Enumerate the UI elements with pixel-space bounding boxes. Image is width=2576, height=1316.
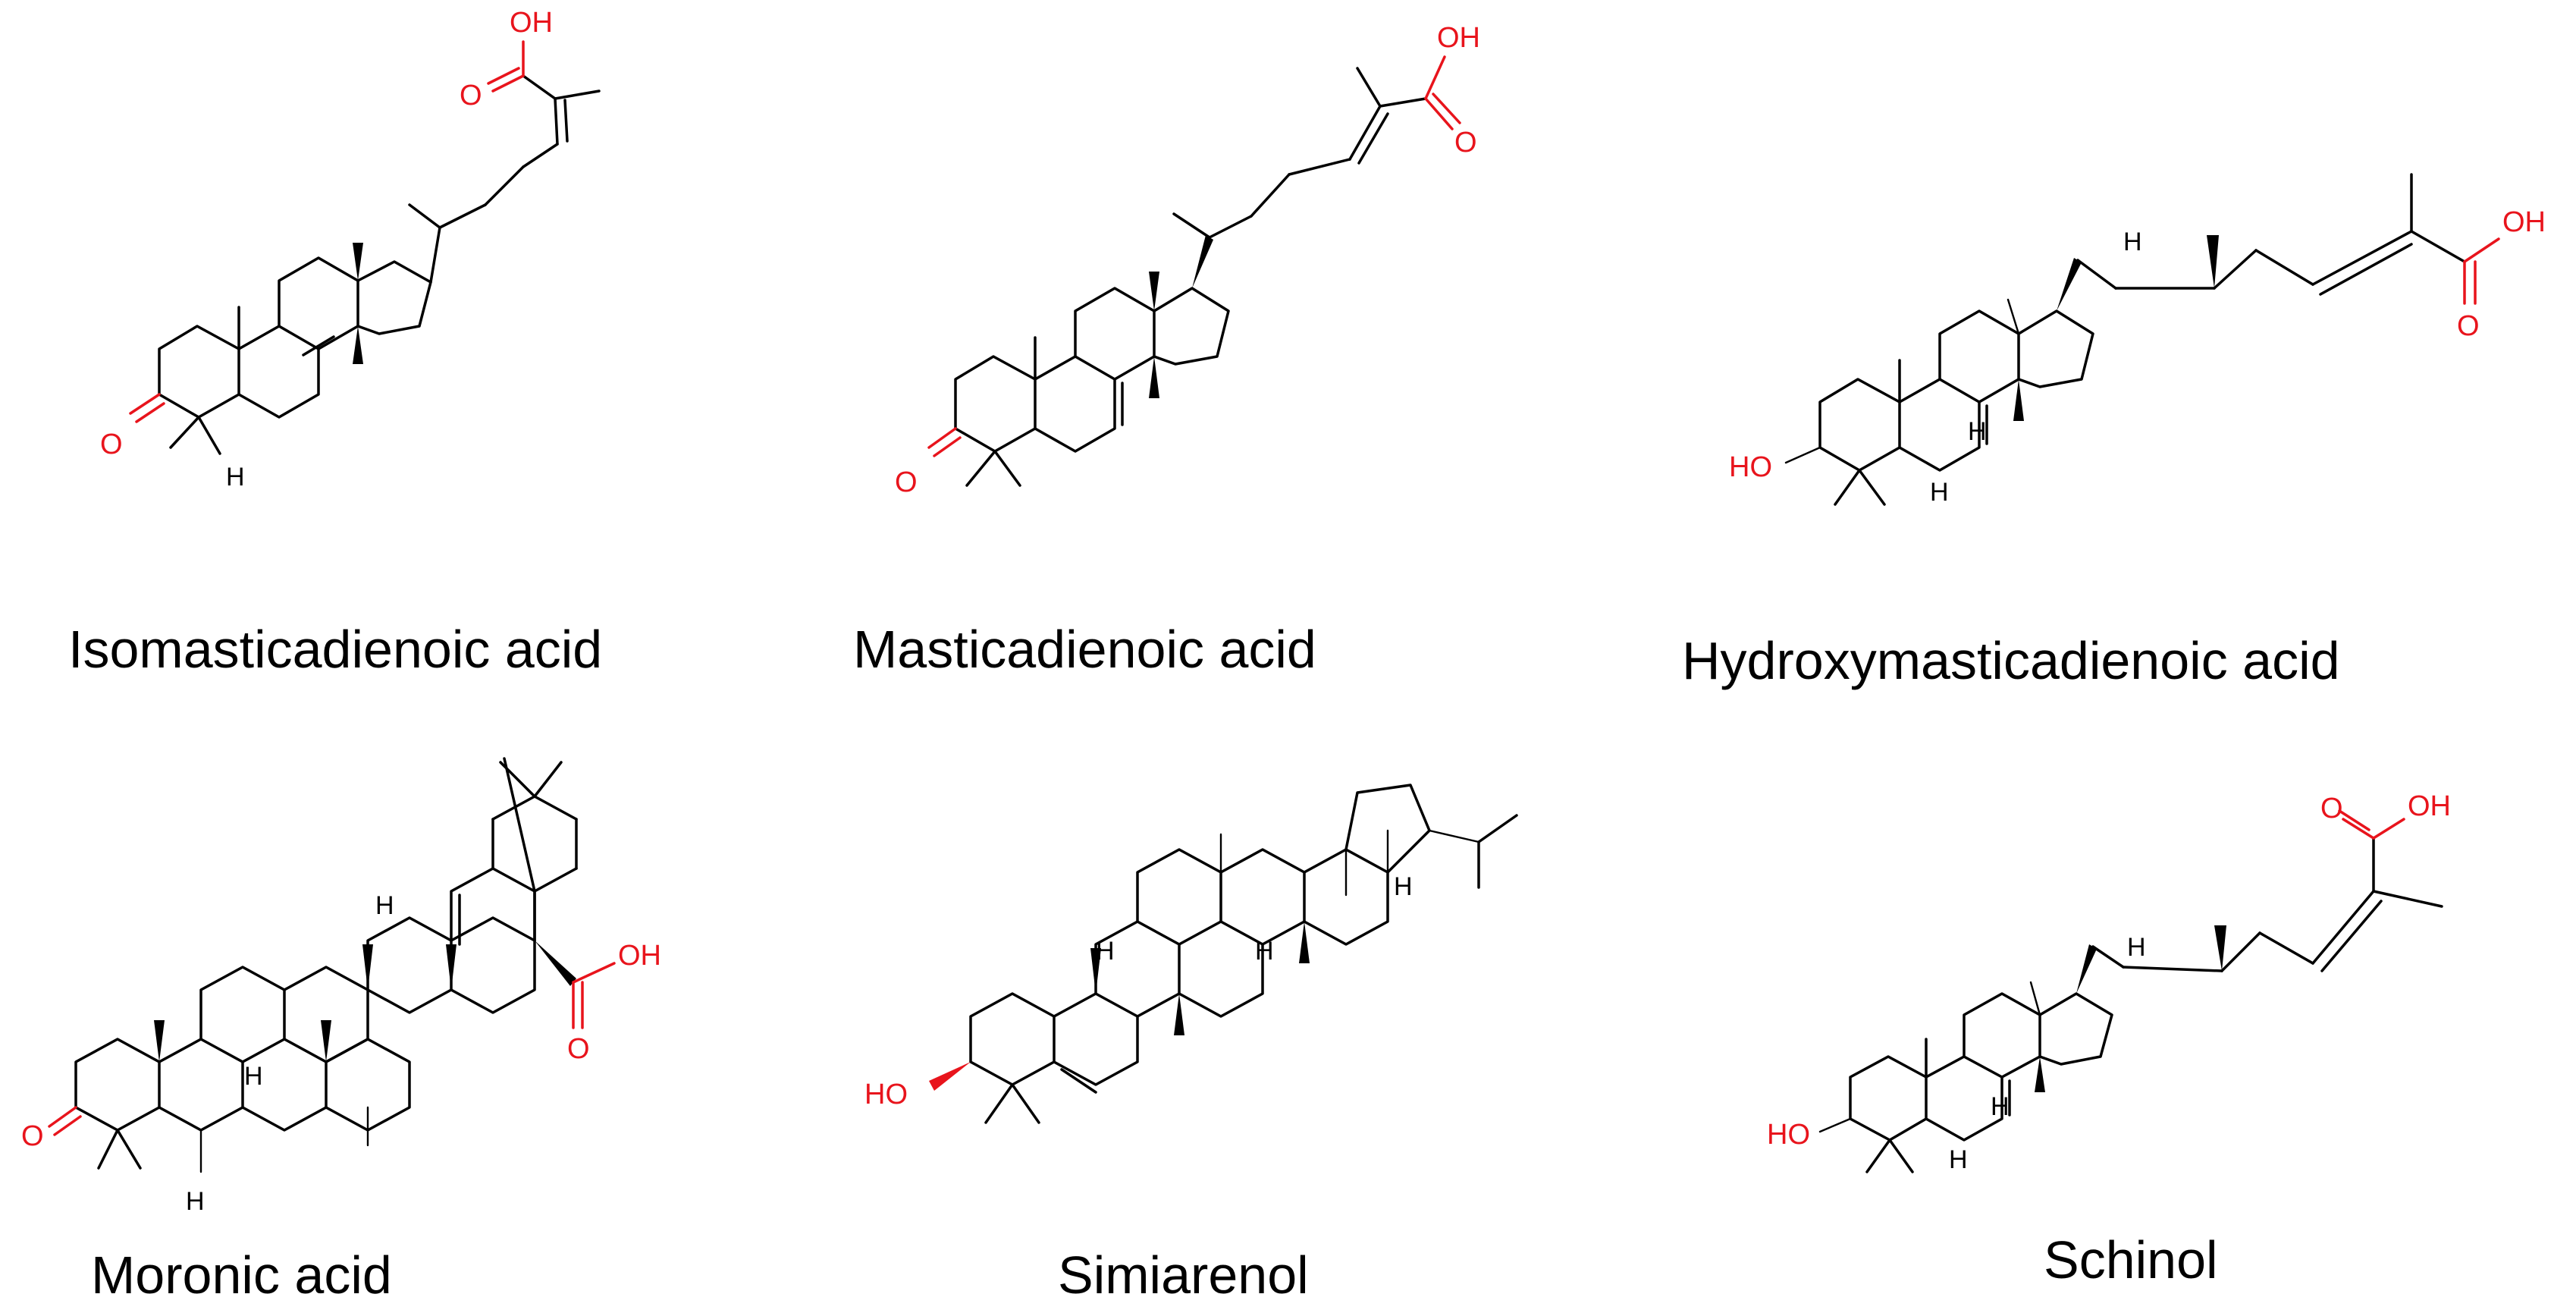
acid-oxygen-label: O (460, 80, 482, 111)
acid-hydroxyl-label: OH (618, 940, 661, 972)
hydrogen-label: H (1949, 1145, 1968, 1174)
acid-oxygen-label: O (1454, 127, 1477, 159)
structure-simiarenol: HO H H H Simiarenol (864, 784, 1518, 1305)
acid-oxygen-label: O (567, 1033, 590, 1065)
acid-hydroxyl-label: OH (510, 7, 553, 39)
acid-oxygen-label: O (2457, 310, 2480, 342)
structure-hydroxymasticadienoic-acid: HO H H H OH O Hydroxymasticadienoic acid (1682, 173, 2546, 690)
compound-name-simiarenol: Simiarenol (1058, 1245, 1309, 1305)
ketone-oxygen-label: O (895, 466, 918, 498)
hydrogen-label: H (1255, 937, 1274, 966)
compound-name-masticadienoic-acid: Masticadienoic acid (853, 620, 1316, 679)
hydrogen-label: H (1394, 872, 1413, 901)
hydrogen-label: H (1968, 417, 1987, 446)
compound-name-schinol: Schinol (2044, 1230, 2218, 1289)
acid-hydroxyl-label: OH (2408, 790, 2451, 822)
structure-masticadienoic-acid: O OH O Masticadienoic acid (853, 22, 1480, 679)
hydroxyl-label: HO (864, 1079, 908, 1110)
hydrogen-label: H (1991, 1092, 2010, 1121)
acid-hydroxyl-label: OH (2502, 206, 2546, 238)
hydroxyl-label: HO (1729, 451, 1772, 483)
hydrogen-label: H (2123, 228, 2142, 256)
structure-moronic-acid: OH O O H H H Moronic acid (21, 757, 661, 1305)
acid-oxygen-label: O (2320, 793, 2343, 824)
compound-name-moronic-acid: Moronic acid (91, 1245, 392, 1305)
structure-schinol: HO H H H OH O Schinol (1767, 790, 2451, 1289)
hydrogen-label: H (1930, 478, 1949, 507)
hydrogen-label: H (226, 463, 245, 492)
hydroxyl-label: HO (1767, 1119, 1810, 1151)
hydrogen-label: H (186, 1187, 205, 1216)
compound-name-isomasticadienoic-acid: Isomasticadienoic acid (68, 620, 602, 679)
hydrogen-label: H (1096, 937, 1115, 966)
hydrogen-label: H (375, 891, 394, 920)
ketone-oxygen-label: O (21, 1120, 44, 1152)
compound-name-hydroxymasticadienoic-acid: Hydroxymasticadienoic acid (1682, 631, 2340, 690)
ketone-oxygen-label: O (100, 429, 123, 460)
hydrogen-label: H (2127, 933, 2146, 962)
hydrogen-label: H (244, 1062, 263, 1091)
acid-hydroxyl-label: OH (1437, 22, 1480, 54)
structure-isomasticadienoic-acid: O H OH O Isomasticadienoic acid (68, 7, 602, 679)
